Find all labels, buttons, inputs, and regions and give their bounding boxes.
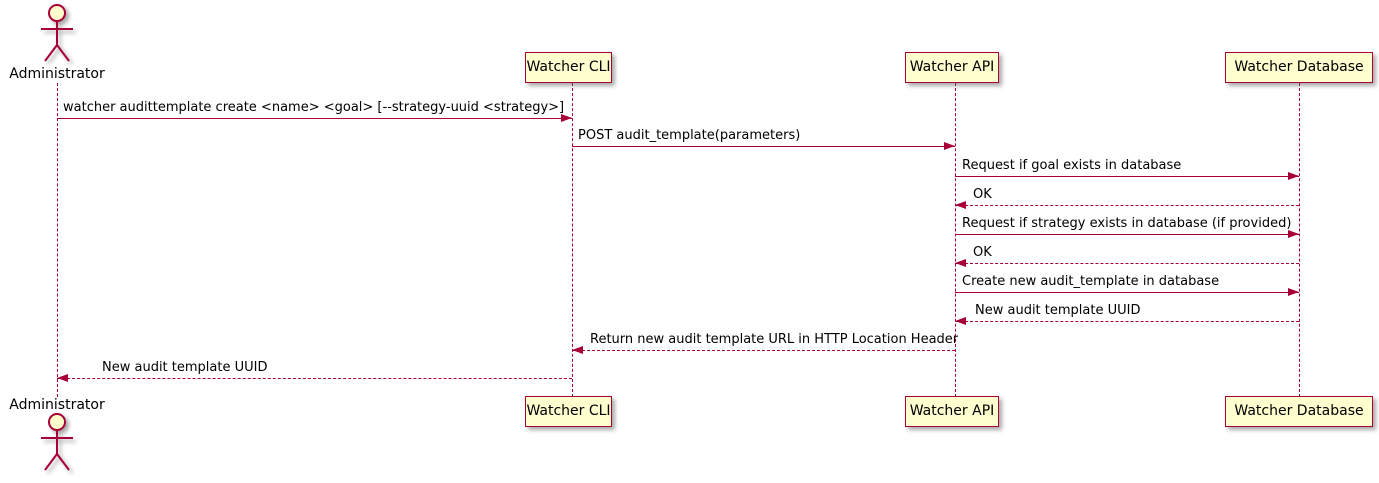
arrowhead-right-icon bbox=[561, 114, 572, 122]
participant-watcher-api-bottom: Watcher API bbox=[905, 396, 999, 427]
message-7-label: Create new audit_template in database bbox=[962, 274, 1220, 289]
actor-label-administrator-bottom: Administrator bbox=[9, 397, 105, 413]
actor-icon bbox=[41, 413, 73, 471]
lifeline-administrator bbox=[57, 83, 58, 397]
message-2-label: POST audit_template(parameters) bbox=[578, 128, 801, 143]
message-6-label: OK bbox=[973, 245, 992, 260]
actor-icon bbox=[41, 4, 73, 62]
message-6: OK bbox=[955, 243, 1299, 267]
participant-watcher-api-top: Watcher API bbox=[905, 52, 999, 83]
arrowhead-right-icon bbox=[1288, 230, 1299, 238]
arrowhead-left-icon bbox=[57, 374, 68, 382]
message-5: Request if strategy exists in database (… bbox=[955, 214, 1299, 238]
arrowhead-left-icon bbox=[572, 346, 583, 354]
message-3-label: Request if goal exists in database bbox=[962, 158, 1182, 173]
message-2: POST audit_template(parameters) bbox=[572, 126, 955, 150]
participant-watcher-cli-bottom: Watcher CLI bbox=[525, 396, 612, 427]
lifeline-watcher-api bbox=[955, 83, 956, 397]
arrowhead-right-icon bbox=[1288, 288, 1299, 296]
message-9: Return new audit template URL in HTTP Lo… bbox=[572, 330, 959, 354]
arrowhead-left-icon bbox=[955, 317, 966, 325]
arrowhead-right-icon bbox=[1288, 172, 1299, 180]
message-8: New audit template UUID bbox=[955, 301, 1299, 325]
message-10: New audit template UUID bbox=[57, 358, 572, 382]
message-1: watcher audittemplate create <name> <goa… bbox=[57, 98, 572, 122]
participant-watcher-database-bottom: Watcher Database bbox=[1225, 396, 1373, 427]
message-8-label: New audit template UUID bbox=[975, 303, 1141, 318]
actor-label-administrator-top: Administrator bbox=[9, 66, 105, 82]
message-5-label: Request if strategy exists in database (… bbox=[962, 216, 1292, 231]
arrowhead-left-icon bbox=[955, 259, 966, 267]
message-3: Request if goal exists in database bbox=[955, 156, 1299, 180]
message-4: OK bbox=[955, 185, 1299, 209]
arrowhead-left-icon bbox=[955, 201, 966, 209]
message-7: Create new audit_template in database bbox=[955, 272, 1299, 296]
participant-watcher-database-top: Watcher Database bbox=[1225, 52, 1373, 83]
participant-watcher-cli-top: Watcher CLI bbox=[525, 52, 612, 83]
lifeline-watcher-cli bbox=[572, 83, 573, 397]
message-9-label: Return new audit template URL in HTTP Lo… bbox=[590, 332, 959, 347]
message-10-label: New audit template UUID bbox=[102, 360, 268, 375]
message-1-label: watcher audittemplate create <name> <goa… bbox=[63, 100, 565, 115]
message-4-label: OK bbox=[973, 187, 992, 202]
lifeline-watcher-database bbox=[1299, 83, 1300, 397]
arrowhead-right-icon bbox=[944, 142, 955, 150]
